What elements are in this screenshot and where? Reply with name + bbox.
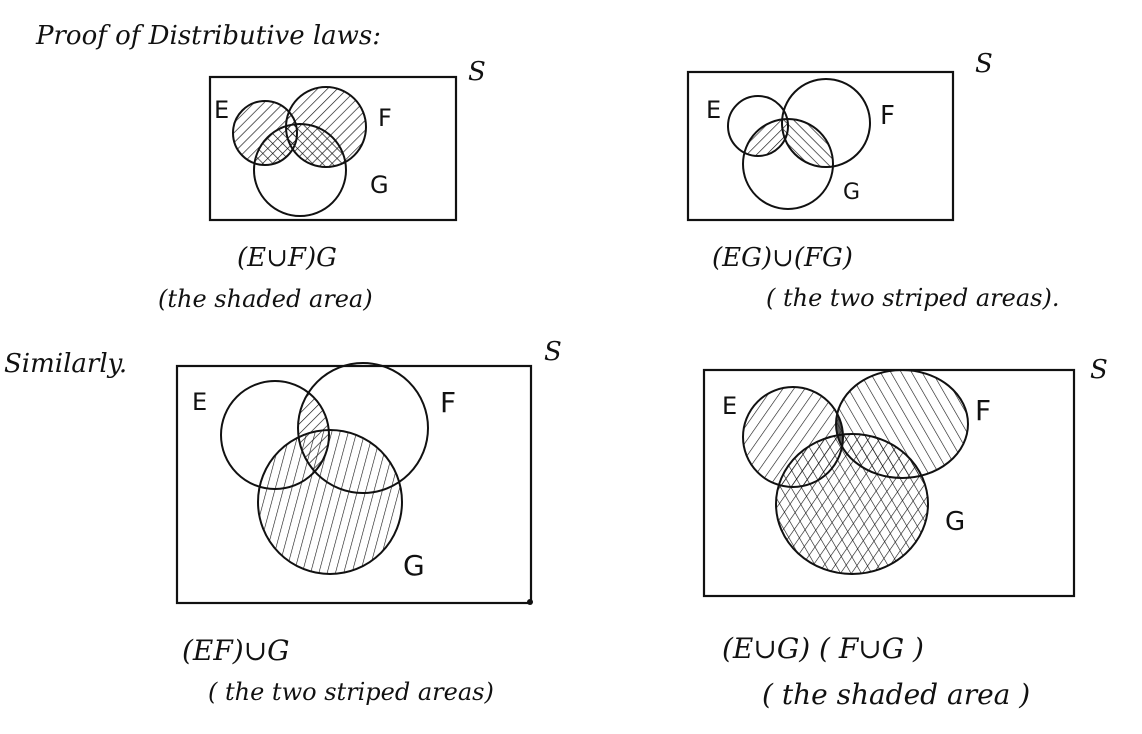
label-e: E [214,96,229,124]
sample-space-label: S [1090,355,1108,385]
label-f: F [880,101,895,131]
caption: (EG)∪(FG) [712,243,853,273]
venn-diagram-3: S E F G (EF)∪G ( the two striped areas) [175,337,562,706]
set-g-striped-area [258,430,402,574]
sample-space-label: S [544,337,562,367]
caption-note: ( the shaded area ) [762,678,1030,711]
set-e-circle [742,386,844,488]
corner-dot [527,599,533,605]
sample-space-box [686,70,955,222]
venn-diagram-1: S E F G (E∪F)G (the shaded area) [158,57,486,313]
label-g: G [370,171,389,199]
page-title: Proof of Distributive laws: [35,21,381,51]
set-g-circle [742,118,834,210]
similarly-text: Similarly. [4,349,127,379]
sample-space-box [175,364,533,605]
venn-diagram-2: S E F G (EG)∪(FG) ( the two striped area… [686,49,1059,312]
caption: (E∪F)G [237,243,337,273]
set-f-circle [297,362,429,494]
set-e-circle [232,100,298,166]
label-e: E [706,96,721,124]
label-f: F [975,394,991,427]
set-e-circle [220,380,330,490]
label-f: F [440,386,456,419]
caption: (EF)∪G [182,634,290,667]
label-g: G [403,549,425,582]
set-f-circle [835,369,969,479]
label-g: G [945,507,965,537]
sample-space-box [208,75,458,222]
set-g-circle [775,433,929,575]
caption-note: (the shaded area) [158,285,373,313]
sample-space-label: S [468,57,486,87]
set-g-circle [257,429,403,575]
label-e: E [722,392,737,420]
sample-space-label: S [975,49,993,79]
venn-diagram-4: S E F G (E∪G) ( F∪G ) ( the shaded area … [702,355,1108,711]
label-g: G [843,180,860,205]
label-f: F [378,104,392,132]
caption-note: ( the two striped areas). [766,284,1059,312]
set-f-circle [781,78,871,168]
set-e-circle [727,95,789,157]
caption-note: ( the two striped areas) [208,678,494,706]
caption: (E∪G) ( F∪G ) [722,632,924,665]
label-e: E [192,388,207,416]
set-g-circle [253,123,347,217]
